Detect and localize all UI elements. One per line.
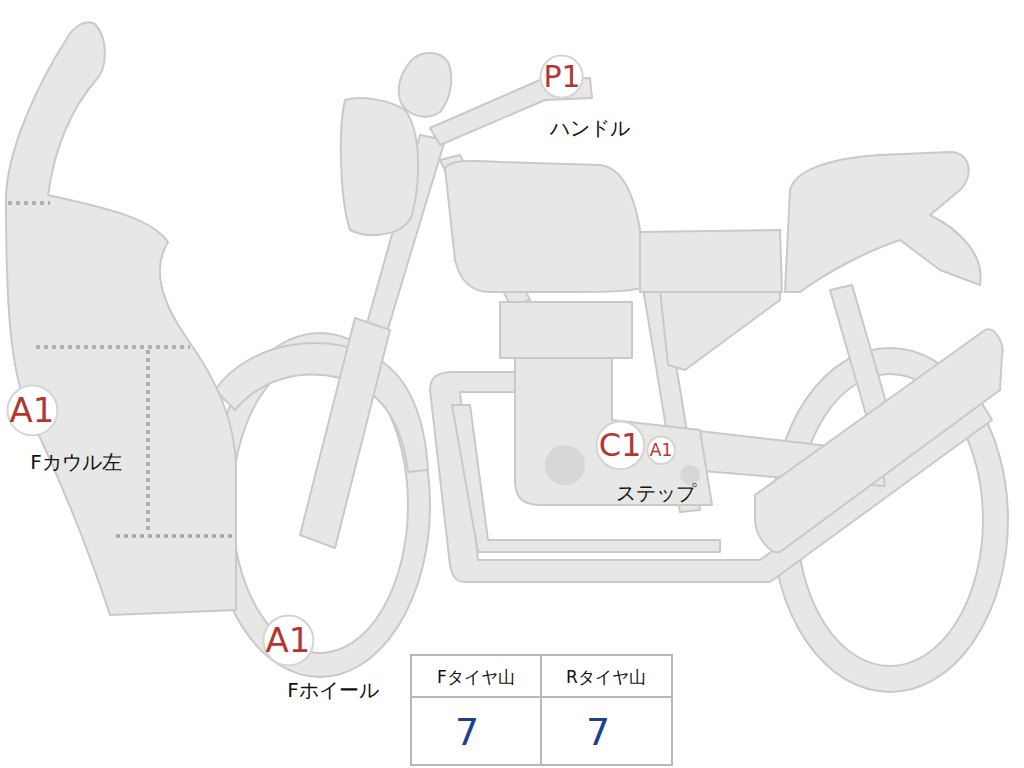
engine [515,358,712,505]
part-name: Fカウル左 [30,451,122,473]
callout-circle: C1 [595,420,646,471]
front-cowl [6,22,236,615]
table-value: 7 [455,712,479,754]
callout-circle: P1 [539,54,584,99]
part-name: ステップ [616,482,696,504]
table-header: Rタイヤ山 [566,668,646,687]
seat [640,230,782,292]
headlight [341,98,418,235]
table-header: Fタイヤ山 [437,668,515,687]
callout-code: P1 [543,62,580,92]
callout-code: A1 [10,393,55,427]
part-name: ハンドル [550,117,630,139]
callout-circle: A1 [262,614,315,667]
callout-code: C1 [599,429,642,461]
callout-circle: A1 [646,435,676,465]
callout-code: A1 [266,623,311,657]
part-name: Fホイール [287,679,379,701]
tyre-table [411,655,672,765]
rear-shock [755,329,1003,552]
callout-code: A1 [650,441,672,458]
rear-seat [785,152,981,292]
callout-circle: A1 [6,384,59,437]
fuel-tank [445,161,648,292]
mirror [399,53,452,117]
engine [500,302,632,358]
table-value: 7 [586,712,610,754]
front-fork [300,318,390,548]
side-cover [660,290,780,370]
